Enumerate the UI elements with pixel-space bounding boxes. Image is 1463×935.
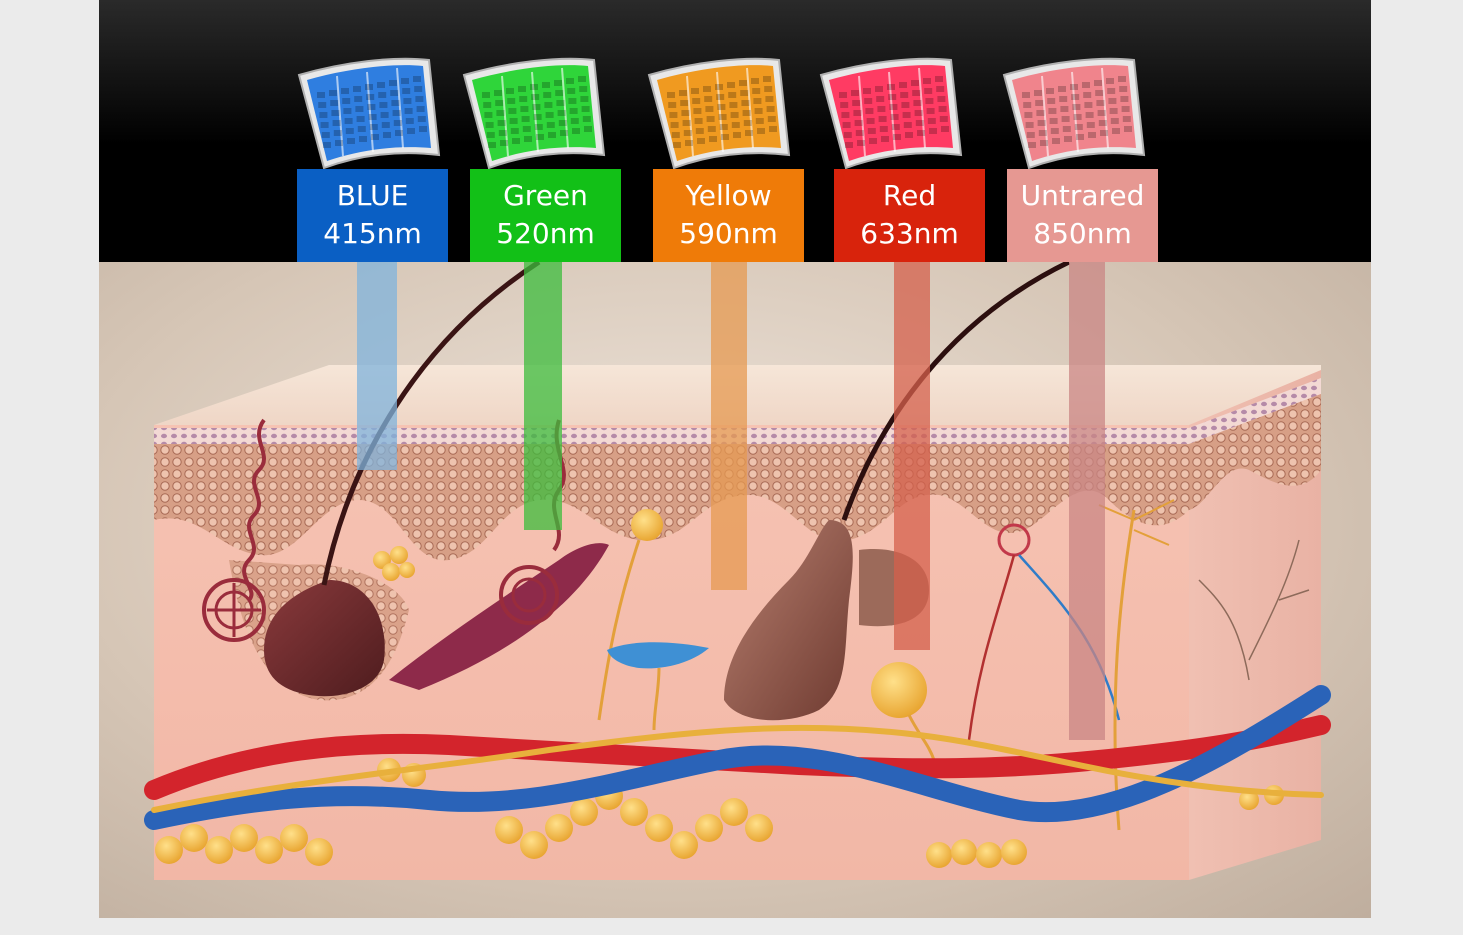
light-wavelength: 633nm [860,217,959,250]
beam-untrared [1069,262,1105,740]
led-panel-red [819,57,963,170]
light-wavelength: 850nm [1033,217,1132,250]
label-untrared: Untrared 850nm [1007,169,1158,262]
skin-illustration [144,57,1331,880]
beam-green [524,262,562,530]
led-panel-untrared [1002,57,1146,170]
light-name: Yellow [685,179,772,212]
pacinian-corpuscle [871,662,927,718]
light-wavelength: 415nm [323,217,422,250]
light-wavelength: 520nm [496,217,595,250]
stratum-line [154,428,1189,444]
led-panels [297,57,1146,170]
blue-receptor [607,642,709,669]
nerve-fiber [597,539,641,721]
beam-blue [357,262,397,470]
diagram-stage: BLUE 415nm Green 520nm Yellow 590nm Red 633nm Un… [99,0,1371,918]
beam-red [894,262,930,650]
hair-follicle-right [724,520,853,721]
beam-yellow [711,262,747,590]
led-panel-blue [297,57,441,170]
light-name: Green [503,179,588,212]
hair-follicle-left [264,580,385,697]
sweat-gland [202,578,266,642]
vein [144,685,1331,830]
label-yellow: Yellow 590nm [653,169,804,262]
sweat-duct [242,418,266,602]
epidermis-cells [154,444,1189,561]
label-green: Green 520nm [470,169,621,262]
light-beams [357,262,1105,740]
light-name: Red [882,179,937,212]
led-panel-yellow [647,57,791,170]
label-red: Red 633nm [834,169,985,262]
light-name: BLUE [336,179,409,212]
sebaceous-gland [373,546,415,581]
light-name: Untrared [1020,179,1145,212]
led-panel-green [462,57,606,170]
main-nerve [151,724,1324,813]
label-blue: BLUE 415nm [297,169,448,262]
light-wavelength: 590nm [679,217,778,250]
